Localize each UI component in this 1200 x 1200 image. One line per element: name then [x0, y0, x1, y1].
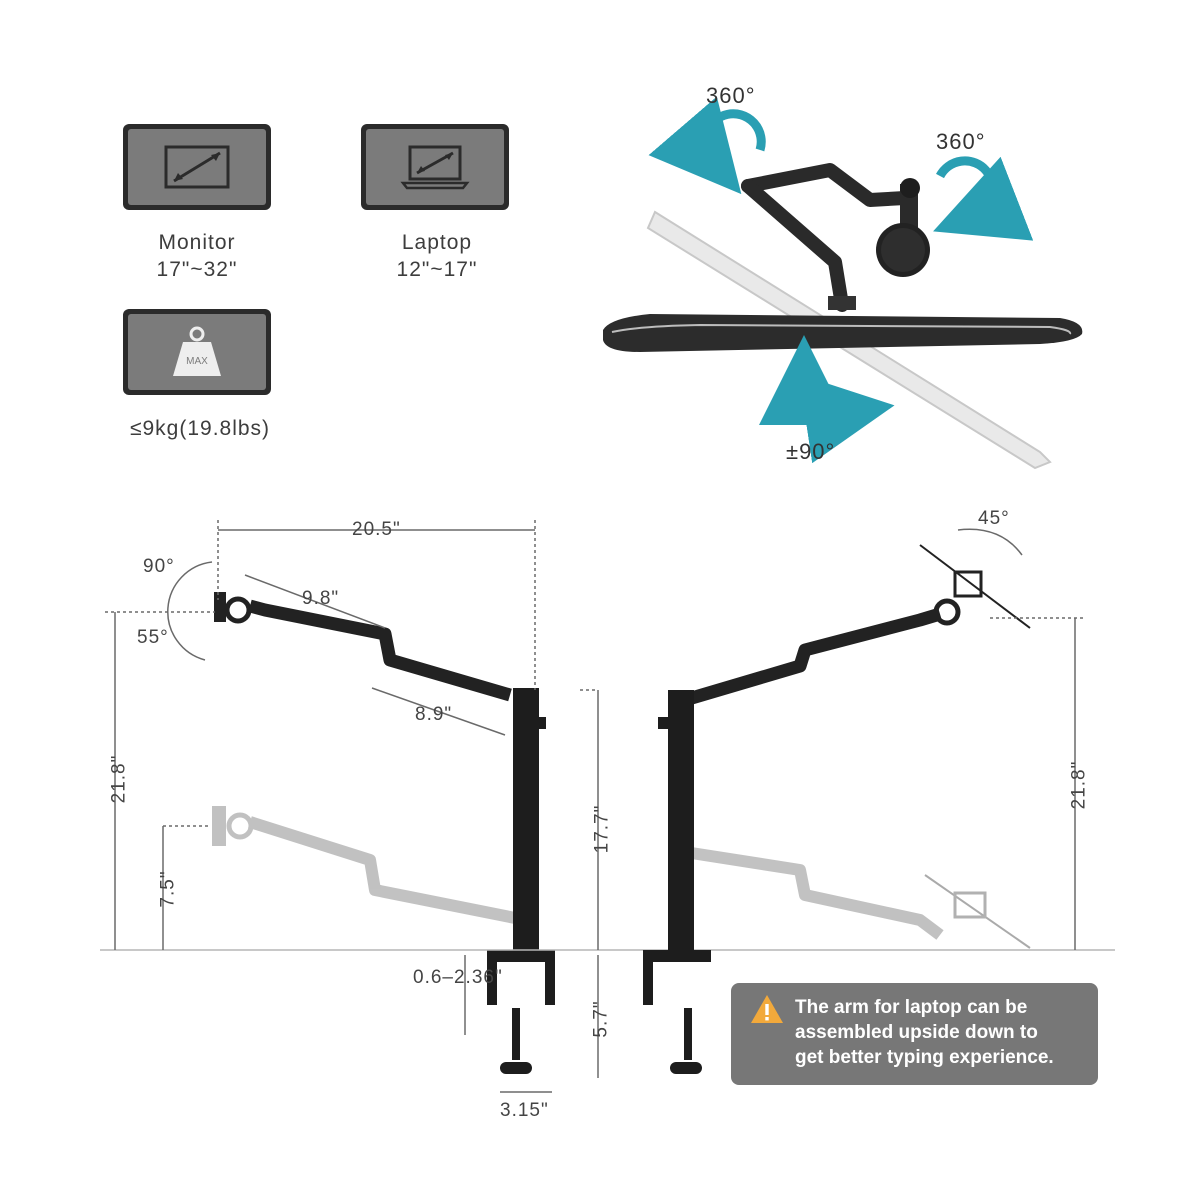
rotation-label-top-right: 360° [936, 129, 986, 154]
callout-line-2: assembled upside down to [795, 1022, 1038, 1043]
laptop-icon [400, 145, 470, 190]
laptop-size-card [361, 124, 509, 210]
dim-tilt-down: 55° [137, 627, 169, 648]
dim-width-total: 20.5" [352, 519, 401, 540]
callout-line-3: get better typing experience. [795, 1047, 1054, 1068]
monitor-spec-label: Monitor 17"~32" [112, 229, 282, 283]
monitor-icon [164, 145, 230, 189]
warning-icon [751, 995, 783, 1023]
weight-max-badge: MAX [186, 356, 208, 367]
weight-label: ≤9kg(19.8lbs) [129, 417, 271, 440]
monitor-label: Monitor [158, 231, 236, 254]
laptop-label: Laptop [401, 231, 473, 254]
monitor-arm-side-view [100, 520, 1115, 1093]
rotation-label-top-left: 360° [706, 83, 756, 108]
dim-arm-lower: 8.9" [415, 704, 453, 725]
dim-clamp-depth: 5.7" [590, 1000, 612, 1038]
dim-tilt-up: 90° [143, 556, 175, 577]
laptop-arm-side-view [643, 528, 1085, 1074]
dim-height-low: 7.5" [157, 870, 179, 908]
tilt-label: ±90° [786, 439, 836, 464]
dim-tray-angle: 45° [978, 508, 1010, 529]
weight-icon: MAX [173, 326, 221, 376]
laptop-assembly-callout: The arm for laptop can be assembled upsi… [731, 983, 1098, 1085]
rotation-illustration [603, 96, 1083, 470]
dim-height-left: 21.8" [108, 754, 130, 804]
monitor-range: 17"~32" [156, 258, 238, 281]
dim-pole: 17.7" [591, 804, 613, 854]
callout-line-1: The arm for laptop can be [795, 997, 1028, 1018]
laptop-range: 12"~17" [396, 258, 478, 281]
dim-arm-upper: 9.8" [302, 588, 340, 609]
monitor-size-card [123, 124, 271, 210]
dim-base: 3.15" [500, 1100, 549, 1121]
dim-height-right: 21.8" [1068, 760, 1090, 810]
dim-clamp-range: 0.6–2.36" [413, 967, 503, 988]
laptop-spec-label: Laptop 12"~17" [352, 229, 522, 283]
weight-capacity-card: MAX [123, 309, 271, 395]
